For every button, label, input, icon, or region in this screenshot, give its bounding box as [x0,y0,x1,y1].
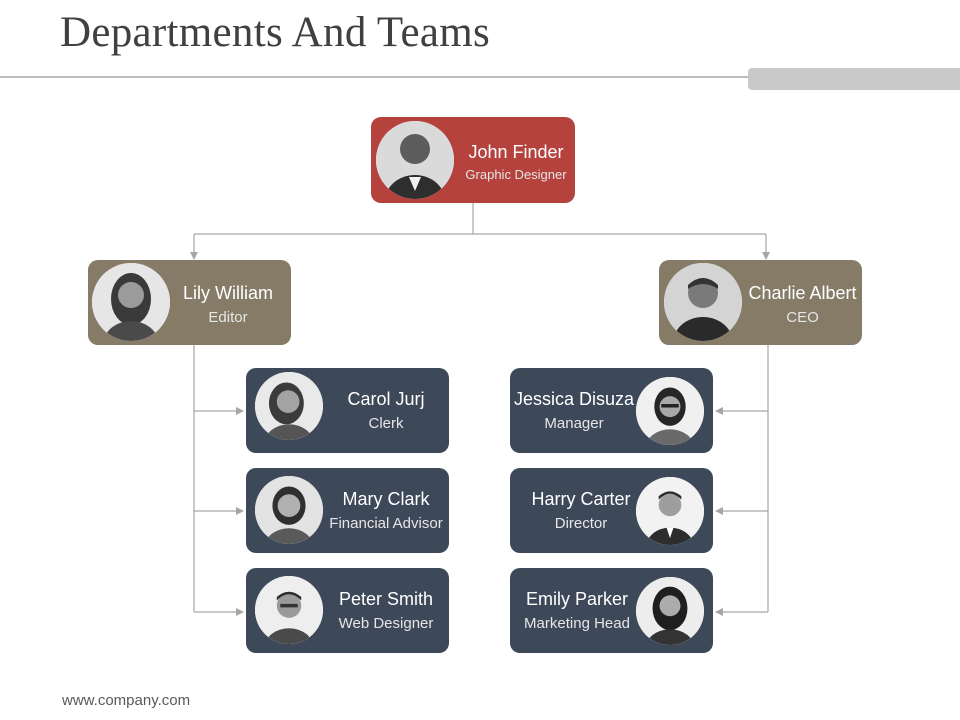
person-name: Peter Smith [338,589,434,609]
person-role: Manager [544,415,604,432]
person-photo-icon [636,477,704,545]
person-photo-icon [636,377,704,445]
right-manager-node: Charlie Albert CEO [659,260,862,345]
root-node: John Finder Graphic Designer [371,117,575,203]
footer-url: www.company.com [62,692,191,709]
report-card-mary: Mary Clark Financial Advisor [246,468,449,553]
page-title: Departments And Teams [60,9,491,56]
person-name: John Finder [468,142,564,162]
person-name: Mary Clark [342,489,430,509]
person-name: Jessica Disuza [513,389,635,409]
person-name: Harry Carter [531,489,631,509]
person-name: Charlie Albert [748,283,857,303]
person-role: Web Designer [338,615,434,632]
person-role: CEO [786,309,819,326]
report-card-harry: Harry Carter Director [510,468,713,553]
person-role: Marketing Head [524,615,630,632]
report-card-carol: Carol Jurj Clerk [246,368,449,453]
right-manager-info: Charlie Albert CEO [745,282,860,328]
person-role: Editor [208,309,248,326]
report-info: Mary Clark Financial Advisor [326,488,446,534]
person-photo-icon [255,576,323,644]
report-info: Carol Jurj Clerk [326,388,446,434]
person-photo-icon [376,121,454,199]
person-role: Financial Advisor [329,515,443,532]
left-manager-info: Lily William Editor [176,282,280,328]
person-name: Emily Parker [525,589,628,609]
person-name: Carol Jurj [347,389,425,409]
root-info: John Finder Graphic Designer [459,141,573,185]
person-photo-icon [255,476,323,544]
report-info: Jessica Disuza Manager [510,388,638,434]
report-card-peter: Peter Smith Web Designer [246,568,449,653]
person-photo-icon [92,263,170,341]
report-card-emily: Emily Parker Marketing Head [510,568,713,653]
report-info: Harry Carter Director [518,488,644,534]
person-photo-icon [255,372,323,440]
report-info: Emily Parker Marketing Head [514,588,640,634]
person-role: Clerk [368,415,404,432]
title-accent-bar [748,68,960,90]
report-card-jessica: Jessica Disuza Manager [510,368,713,453]
person-role: Director [554,515,608,532]
report-info: Peter Smith Web Designer [326,588,446,634]
title-divider [0,76,960,78]
person-photo-icon [664,263,742,341]
person-photo-icon [636,577,704,645]
left-manager-node: Lily William Editor [88,260,291,345]
person-role: Graphic Designer [465,167,567,182]
person-name: Lily William [183,283,273,303]
